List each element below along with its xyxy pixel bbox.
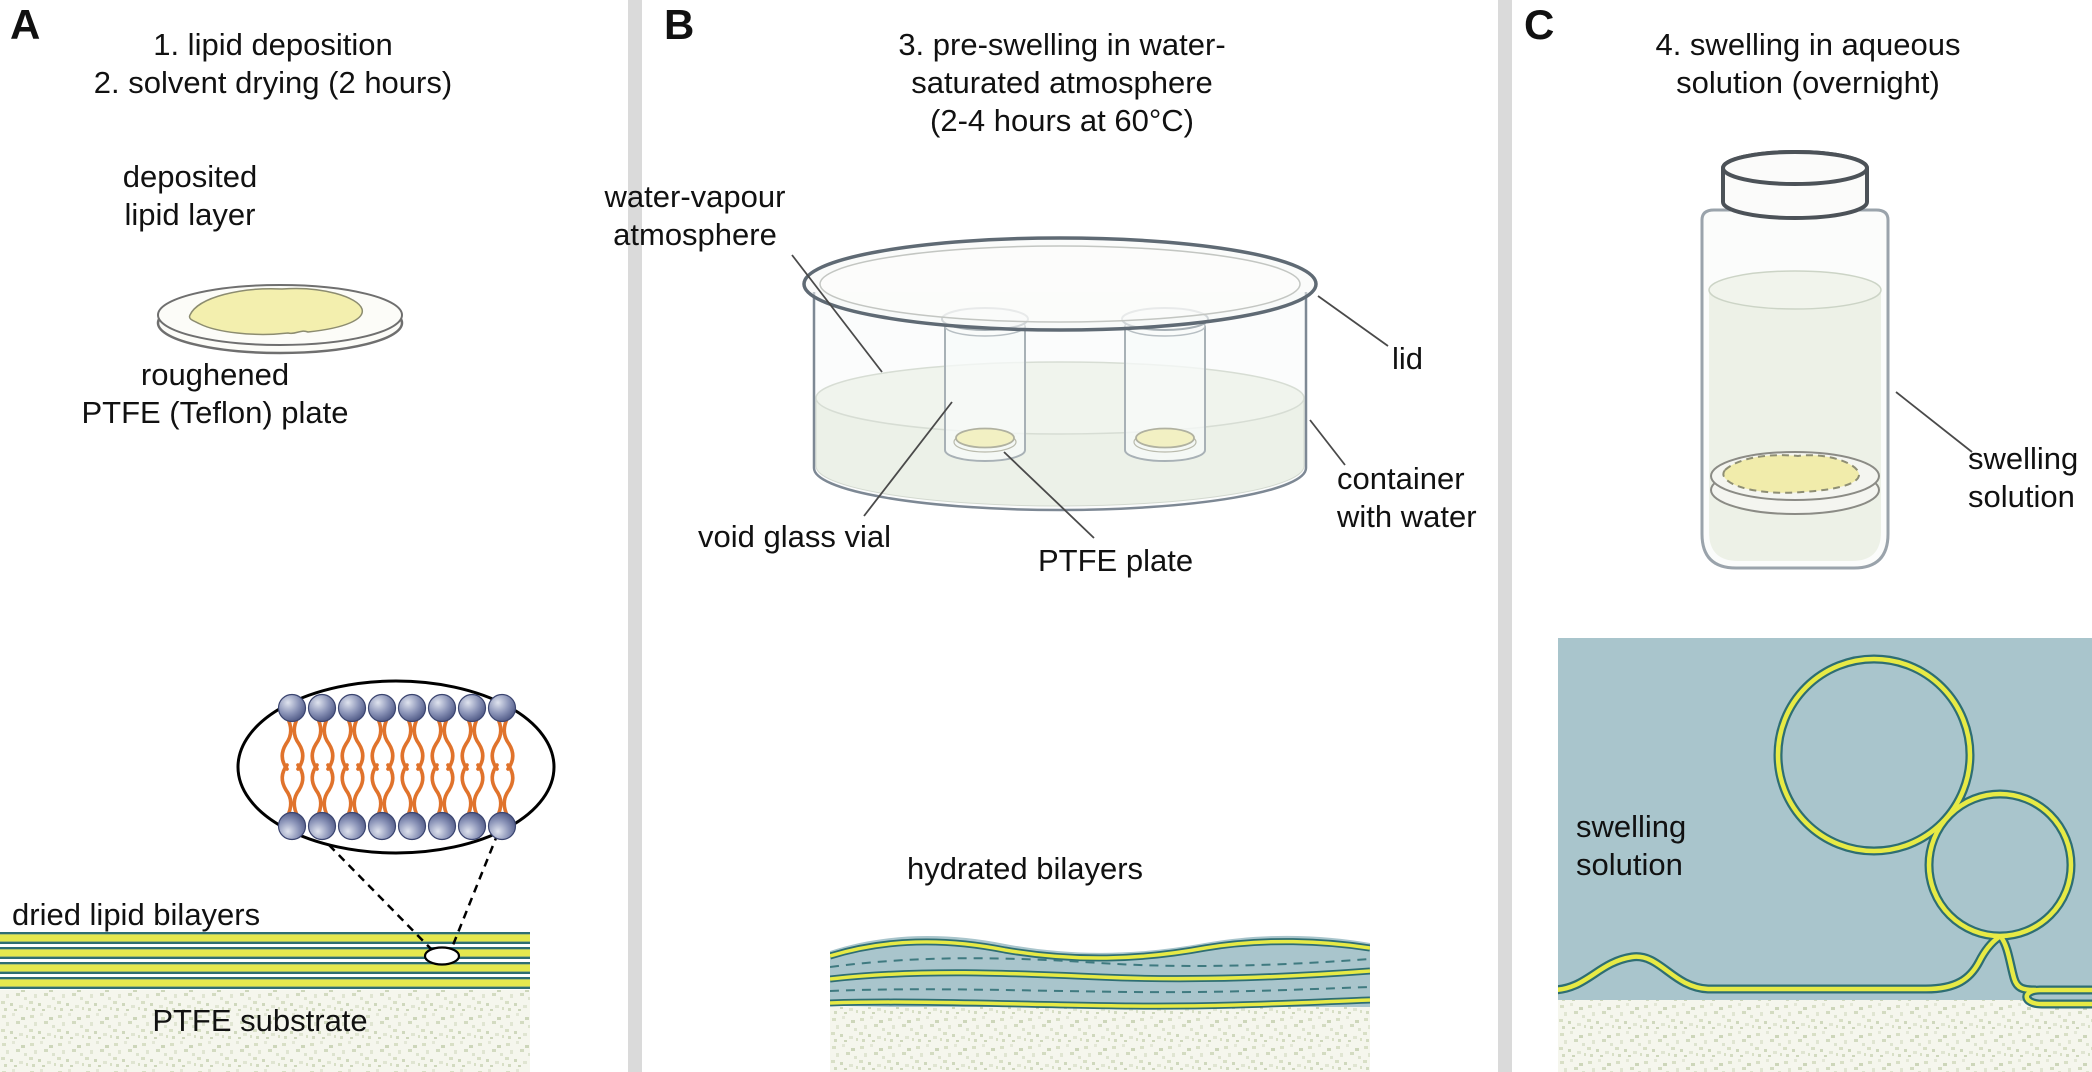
lid-label: lid xyxy=(1392,341,1424,376)
panel-divider-ab xyxy=(628,0,642,1072)
ptfe-plate-1 xyxy=(955,427,1015,449)
swelling-solution-diagram-label: swelling solution xyxy=(1576,809,1687,882)
deposited-lipid-label: deposited lipid layer xyxy=(122,159,258,232)
ptfe-substrate-texture-c xyxy=(1558,1000,2092,1072)
panel-a-step1: 1. lipid deposition xyxy=(153,27,393,62)
bilayer-stack xyxy=(0,932,530,989)
dried-bilayers-label: dried lipid bilayers xyxy=(12,897,261,932)
vesicle-large xyxy=(1926,791,2074,939)
water-vapour-label: water-vapour atmosphere xyxy=(604,179,786,252)
panel-b-title: 3. pre-swelling in water- saturated atmo… xyxy=(898,27,1226,138)
ptfe-plate-pointer xyxy=(1003,451,1095,539)
panel-divider-bc xyxy=(1498,0,1512,1072)
ptfe-substrate-label: PTFE substrate xyxy=(152,1003,368,1038)
container-lid xyxy=(802,236,1318,332)
ptfe-substrate-texture-b xyxy=(830,1007,1370,1072)
zoom-target-ellipse xyxy=(423,946,461,966)
ptfe-plate-2 xyxy=(1135,427,1195,449)
swelling-lipid-film xyxy=(1722,454,1860,494)
panel-c-title: 4. swelling in aqueous solution (overnig… xyxy=(1655,27,1961,100)
vesicle-medium xyxy=(1775,656,1973,854)
bilayer-zoom-illustration xyxy=(236,679,556,966)
zoom-cone-line-right xyxy=(449,832,500,951)
lid-pointer xyxy=(1317,295,1389,347)
container-wall xyxy=(812,292,1308,512)
panel-a-step2: 2. solvent drying (2 hours) xyxy=(93,65,453,100)
deposited-lipid-blob xyxy=(188,287,363,336)
container-pointer xyxy=(1309,419,1346,466)
petri-dish-illustration xyxy=(156,284,404,355)
roughened-plate-label: roughened PTFE (Teflon) plate xyxy=(81,357,349,430)
panel-c-letter: C xyxy=(1524,1,1555,48)
membrane xyxy=(1558,656,2092,1007)
panel-b-letter: B xyxy=(664,1,695,48)
void-vial-pointer xyxy=(863,401,953,517)
water-vapour-pointer xyxy=(791,254,883,373)
submerged-dish xyxy=(1710,451,1880,515)
interlamellar-dashed-lines xyxy=(830,957,1370,994)
ptfe-plate-label: PTFE plate xyxy=(1038,543,1194,578)
panel-c-pointer-lines xyxy=(1895,391,1973,453)
dried-bilayers-illustration xyxy=(0,932,530,1072)
hydrated-bilayers-label: hydrated bilayers xyxy=(906,851,1144,886)
zoom-cone-line-left xyxy=(328,844,434,952)
hydrated-bilayers-illustration xyxy=(830,935,1370,1072)
panel-a-letter: A xyxy=(10,1,41,48)
swelling-solution-jar-label: swelling solution xyxy=(1968,441,2079,514)
solution-surface xyxy=(1708,270,1882,310)
swelling-solution-pointer xyxy=(1895,391,1973,453)
container-illustration xyxy=(802,236,1318,512)
hydrated-membranes xyxy=(830,939,1370,1008)
jar-lid xyxy=(1721,150,1869,220)
container-label: container with water xyxy=(1337,461,1477,534)
ptfe-substrate-texture xyxy=(0,990,530,1072)
panel-b-pointer-lines xyxy=(791,254,1389,539)
jar-illustration xyxy=(1700,150,1890,570)
void-vial-label: void glass vial xyxy=(698,519,891,554)
vesicle-swelling-illustration xyxy=(1558,638,2092,1072)
